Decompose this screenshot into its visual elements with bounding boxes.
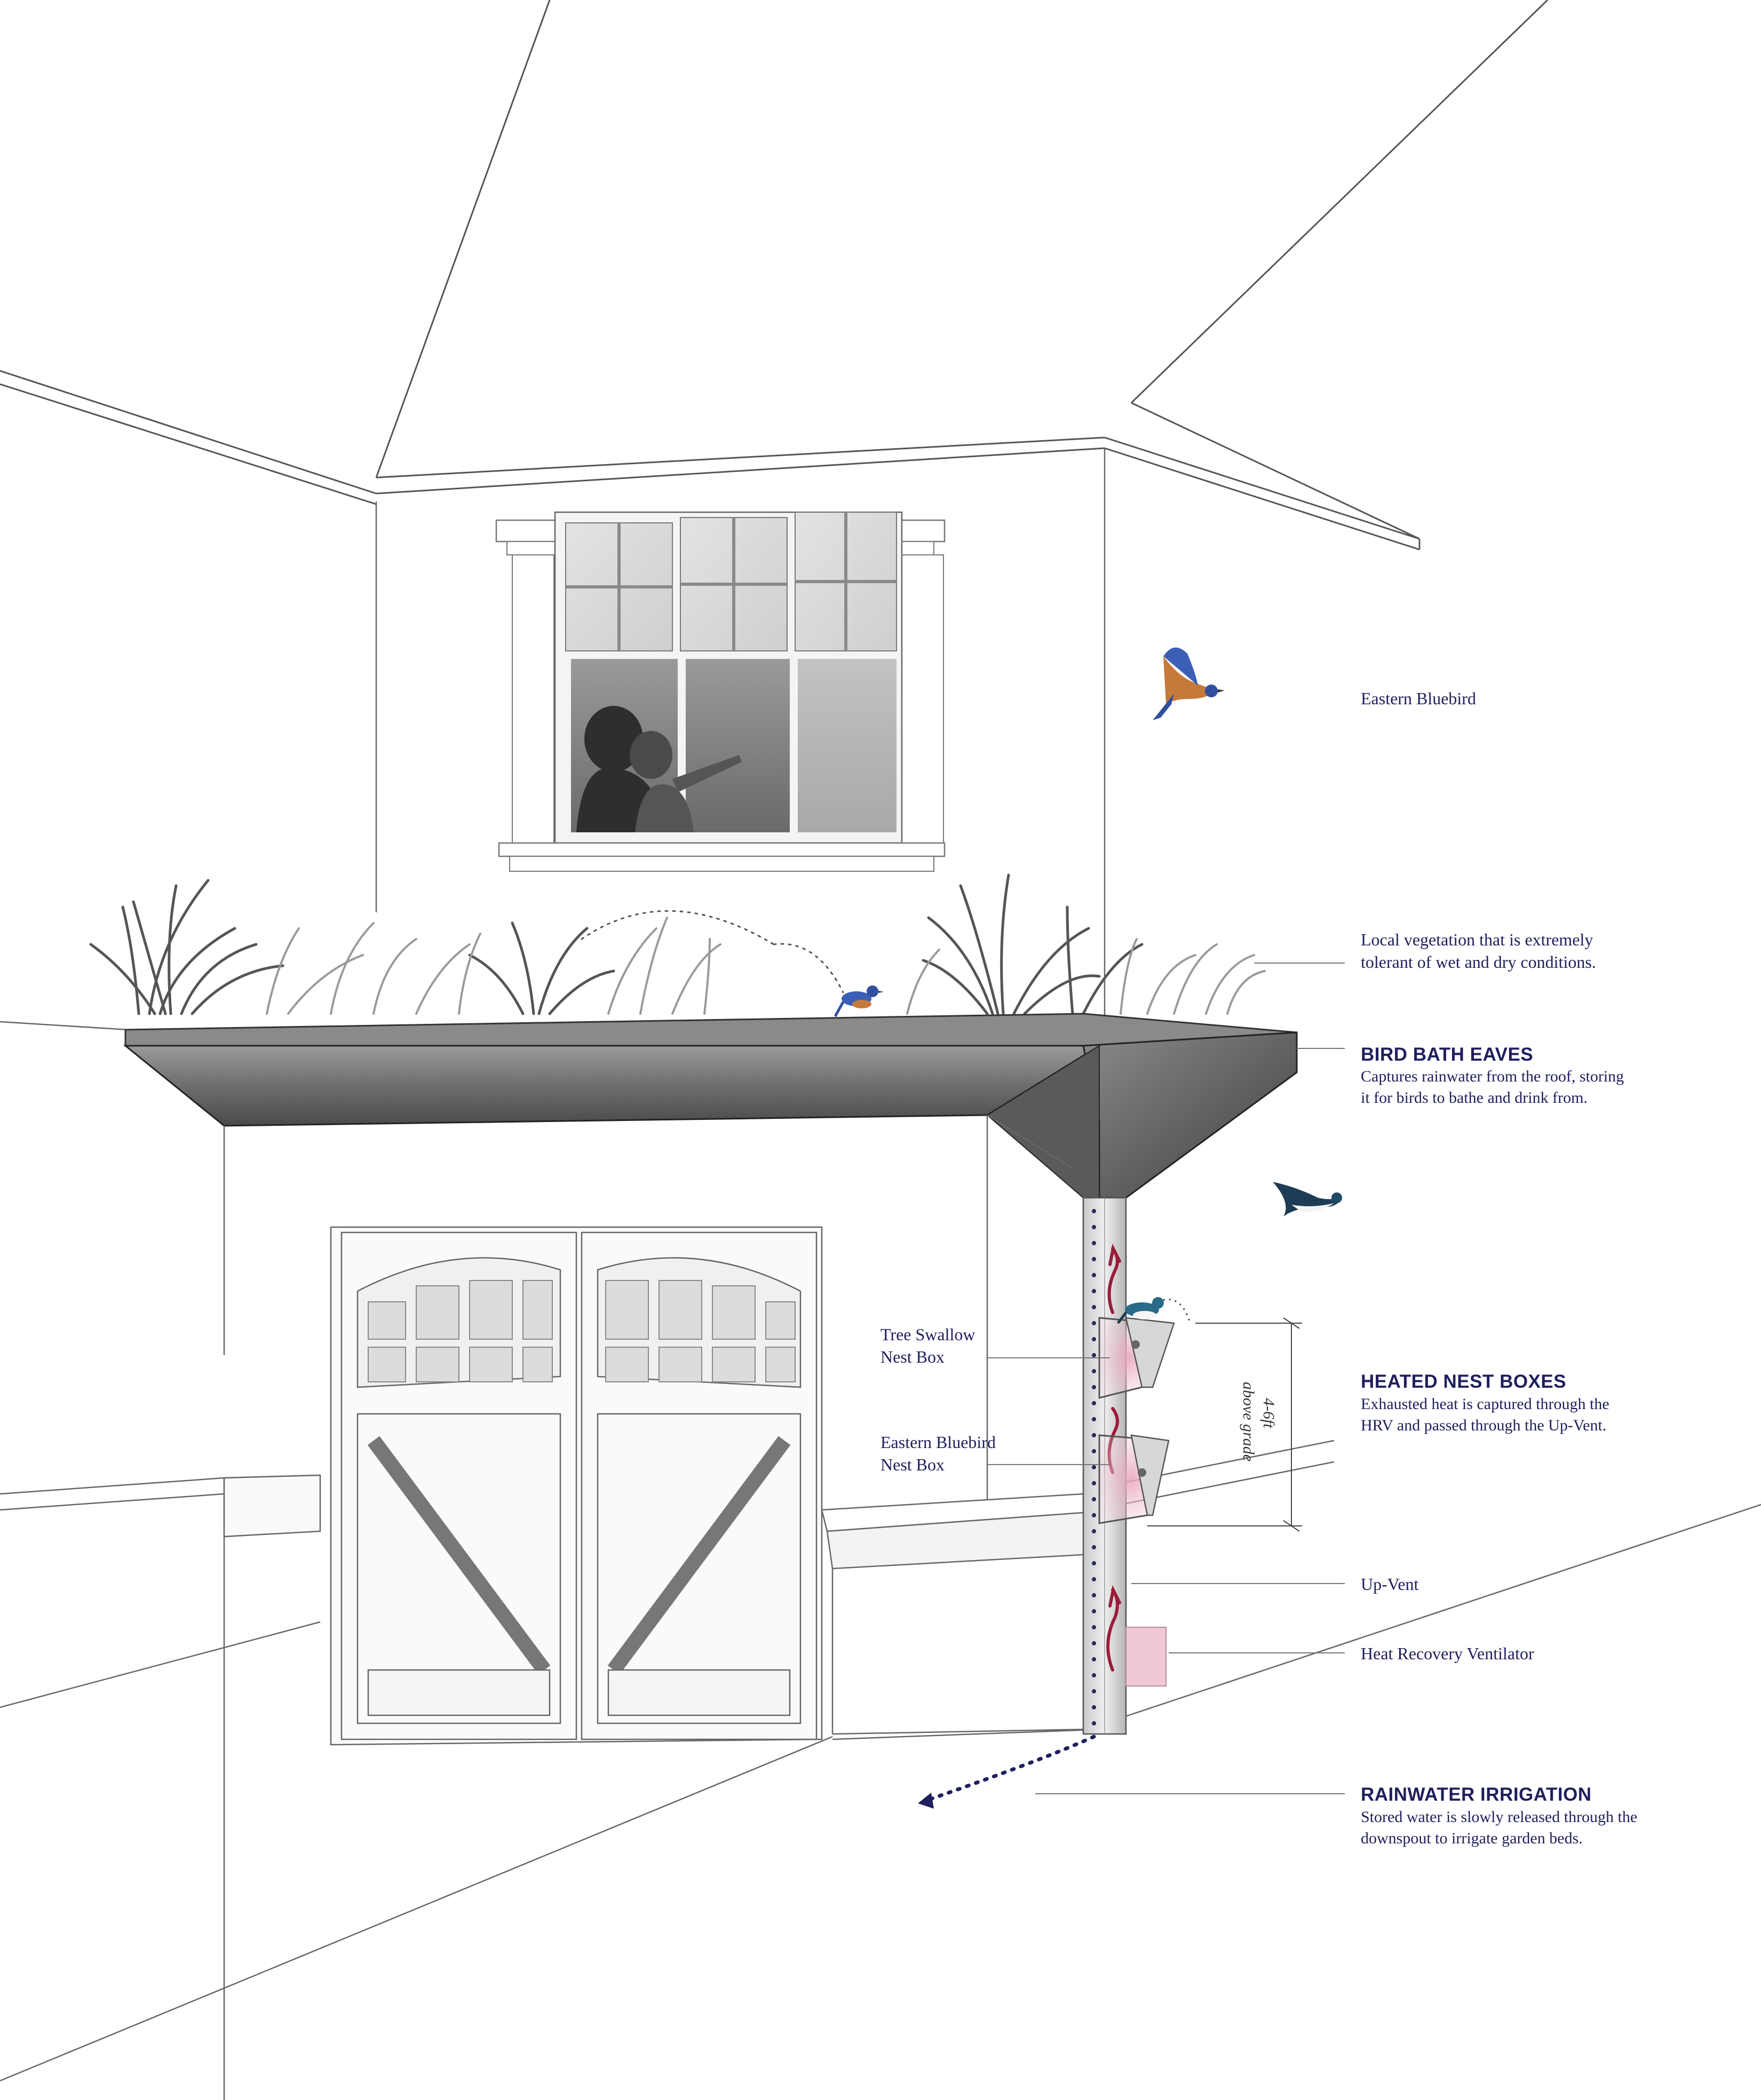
upper-window [495, 511, 946, 872]
tree-swallow-flying-icon [1273, 1182, 1342, 1216]
rainwater-irrigation-text: Stored water is slowly released through … [1361, 1808, 1638, 1847]
bluebird-perched-icon [834, 985, 884, 1017]
lower-wall [0, 1114, 1761, 2100]
bluebird-flying-icon [1153, 647, 1225, 720]
bird-bath-title: BIRD BATH EAVES [1361, 1044, 1534, 1065]
hrv-unit [1125, 1627, 1167, 1687]
eastern-bluebird-label: Eastern Bluebird [1361, 689, 1476, 708]
roof-vegetation [89, 873, 1266, 1015]
roof-lines [0, 0, 1549, 551]
rainwater-irrigation-title: RAINWATER IRRIGATION [1361, 1784, 1592, 1805]
hrv-label: Heat Recovery Ventilator [1361, 1644, 1534, 1663]
people-at-window-icon [576, 706, 742, 832]
bird-bath-eave [123, 1013, 1298, 1199]
garage-door [330, 1226, 823, 1746]
height-dimension [1147, 1317, 1302, 1532]
irrigation-arrow [918, 1735, 1096, 1809]
tree-swallow-nest-box-label: Tree Swallow Nest Box [881, 1325, 975, 1366]
bird-bath-text: Captures rainwater from the roof, storin… [1361, 1068, 1624, 1107]
nest-boxes [1098, 1299, 1191, 1524]
leader-lines [987, 962, 1345, 1794]
vegetation-label: Local vegetation that is extremely toler… [1361, 930, 1596, 972]
upper-wall [0, 448, 1106, 1046]
bluebird-nest-box-label: Eastern Bluebird Nest Box [881, 1433, 996, 1474]
up-vent-label: Up-Vent [1361, 1574, 1419, 1594]
dimension-value: 4-6ft [1260, 1398, 1278, 1428]
tree-swallow-perched-icon [1117, 1297, 1164, 1324]
heated-nest-boxes-text: Exhausted heat is captured through the H… [1361, 1395, 1609, 1434]
dimension-note: above grade [1240, 1382, 1257, 1462]
heated-nest-boxes-title: HEATED NEST BOXES [1361, 1371, 1567, 1392]
